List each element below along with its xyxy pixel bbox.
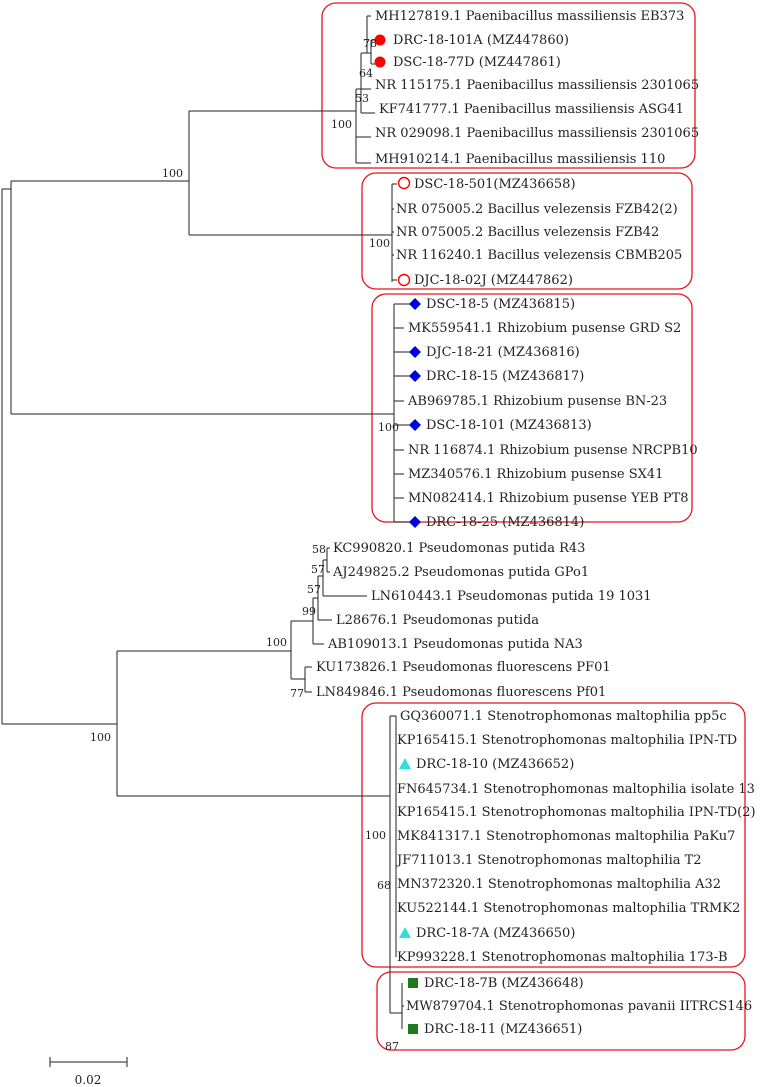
leaf-label: NR 075005.2 Bacillus velezensis FZB42 bbox=[396, 225, 659, 240]
leaf-label: KC990820.1 Pseudomonas putida R43 bbox=[333, 541, 585, 556]
leaf-label: MK559541.1 Rhizobium pusense GRD S2 bbox=[408, 321, 681, 336]
leaf-label: KU522144.1 Stenotrophomonas maltophilia … bbox=[397, 901, 740, 916]
leaf-label: DRC-18-101A (MZ447860) bbox=[393, 33, 569, 48]
leaf-label: DRC-18-15 (MZ436817) bbox=[426, 369, 584, 384]
leaf-labels: MH127819.1 Paenibacillus massiliensis EB… bbox=[316, 9, 756, 1037]
leaf-label: DSC-18-5 (MZ436815) bbox=[426, 297, 575, 312]
circle-open-marker bbox=[397, 176, 411, 190]
triangle-marker bbox=[399, 758, 411, 769]
leaf-label: AJ249825.2 Pseudomonas putida GPo1 bbox=[332, 565, 589, 580]
bootstrap-value: 57 bbox=[311, 563, 325, 576]
bootstrap-value: 58 bbox=[312, 543, 326, 556]
bootstrap-value: 78 bbox=[363, 37, 377, 50]
tree-branches bbox=[1, 15, 410, 1029]
diamond-marker bbox=[409, 346, 421, 358]
leaf-label: LN610443.1 Pseudomonas putida 19 1031 bbox=[371, 589, 652, 604]
leaf-label: DSC-18-501(MZ436658) bbox=[414, 177, 576, 192]
bootstrap-value: 100 bbox=[162, 167, 183, 180]
square-marker bbox=[408, 1024, 418, 1034]
leaf-label: MZ340576.1 Rhizobium pusense SX41 bbox=[408, 467, 663, 482]
leaf-label: DRC-18-7B (MZ436648) bbox=[424, 976, 584, 991]
cluster-box-rhizobium bbox=[371, 293, 693, 523]
bootstrap-value: 100 bbox=[365, 829, 386, 842]
leaf-label: L28676.1 Pseudomonas putida bbox=[336, 613, 539, 628]
circle-filled-marker bbox=[374, 34, 386, 46]
leaf-label: DRC-18-25 (MZ436814) bbox=[426, 515, 584, 530]
leaf-label: DRC-18-7A (MZ436650) bbox=[416, 926, 575, 941]
leaf-label: KP165415.1 Stenotrophomonas maltophilia … bbox=[397, 805, 756, 820]
bootstrap-value: 100 bbox=[266, 636, 287, 649]
leaf-label: NR 115175.1 Paenibacillus massiliensis 2… bbox=[375, 78, 699, 93]
bootstrap-value: 99 bbox=[302, 605, 316, 618]
bootstrap-value: 100 bbox=[378, 421, 399, 434]
leaf-label: NR 116240.1 Bacillus velezensis CBMB205 bbox=[396, 248, 682, 263]
leaf-label: DRC-18-10 (MZ436652) bbox=[416, 757, 574, 772]
leaf-markers bbox=[374, 34, 421, 1034]
leaf-label: AB109013.1 Pseudomonas putida NA3 bbox=[327, 637, 583, 652]
leaf-label: KP993228.1 Stenotrophomonas maltophilia … bbox=[397, 950, 728, 965]
cluster-box-paenibacillus bbox=[321, 2, 696, 169]
leaf-label: DSC-18-77D (MZ447861) bbox=[393, 55, 561, 70]
leaf-label: DJC-18-21 (MZ436816) bbox=[426, 345, 580, 360]
bootstrap-value: 77 bbox=[290, 687, 304, 700]
leaf-label: MH127819.1 Paenibacillus massiliensis EB… bbox=[375, 9, 684, 24]
bootstrap-labels: 78 64 53 100 100 100 100 58 57 57 99 100… bbox=[90, 37, 399, 1053]
bootstrap-value: 100 bbox=[369, 237, 390, 250]
leaf-label: DSC-18-101 (MZ436813) bbox=[426, 418, 592, 433]
leaf-label: AB969785.1 Rhizobium pusense BN-23 bbox=[407, 394, 667, 409]
bootstrap-value: 68 bbox=[377, 879, 391, 892]
diamond-marker bbox=[409, 298, 421, 310]
circle-open-marker bbox=[397, 273, 411, 287]
cluster-box-stenotrophomonas bbox=[361, 702, 746, 968]
circle-filled-marker bbox=[374, 56, 386, 68]
leaf-label: NR 075005.2 Bacillus velezensis FZB42(2) bbox=[396, 202, 678, 217]
scale-bar-label: 0.02 bbox=[75, 1073, 102, 1087]
cluster-box-bacillus bbox=[361, 172, 693, 290]
leaf-label: KF741777.1 Paenibacillus massiliensis AS… bbox=[379, 102, 684, 117]
bootstrap-value: 57 bbox=[307, 583, 321, 596]
leaf-label: JF711013.1 Stenotrophomonas maltophilia … bbox=[395, 853, 702, 868]
leaf-label: LN849846.1 Pseudomonas fluorescens Pf01 bbox=[316, 685, 606, 700]
bootstrap-value: 53 bbox=[355, 92, 369, 105]
leaf-label: FN645734.1 Stenotrophomonas maltophilia … bbox=[397, 782, 755, 797]
leaf-label: MN372320.1 Stenotrophomonas maltophilia … bbox=[397, 877, 721, 892]
cluster-box-steno-pavanii bbox=[376, 971, 746, 1051]
bootstrap-value: 64 bbox=[359, 67, 373, 80]
leaf-label: NR 116874.1 Rhizobium pusense NRCPB10 bbox=[408, 443, 698, 458]
leaf-label: KP165415.1 Stenotrophomonas maltophilia … bbox=[397, 733, 737, 748]
square-marker bbox=[408, 978, 418, 988]
leaf-label: MK841317.1 Stenotrophomonas maltophilia … bbox=[397, 829, 735, 844]
leaf-label: MN082414.1 Rhizobium pusense YEB PT8 bbox=[408, 491, 689, 506]
leaf-label: MW879704.1 Stenotrophomonas pavanii IITR… bbox=[406, 999, 752, 1014]
leaf-label: DJC-18-02J (MZ447862) bbox=[414, 273, 573, 288]
diamond-marker bbox=[409, 370, 421, 382]
bootstrap-value: 87 bbox=[385, 1040, 399, 1053]
leaf-label: MH910214.1 Paenibacillus massiliensis 11… bbox=[375, 152, 665, 167]
leaf-label: GQ360071.1 Stenotrophomonas maltophilia … bbox=[400, 709, 727, 724]
diamond-marker bbox=[409, 516, 421, 528]
leaf-label: NR 029098.1 Paenibacillus massiliensis 2… bbox=[375, 126, 699, 141]
bootstrap-value: 100 bbox=[331, 118, 352, 131]
triangle-marker bbox=[399, 927, 411, 938]
leaf-label: KU173826.1 Pseudomonas fluorescens PF01 bbox=[316, 660, 611, 675]
diamond-marker bbox=[409, 419, 421, 431]
bootstrap-value: 100 bbox=[90, 731, 111, 744]
leaf-label: DRC-18-11 (MZ436651) bbox=[424, 1022, 582, 1037]
scale-bar: 0.02 bbox=[49, 1057, 128, 1087]
